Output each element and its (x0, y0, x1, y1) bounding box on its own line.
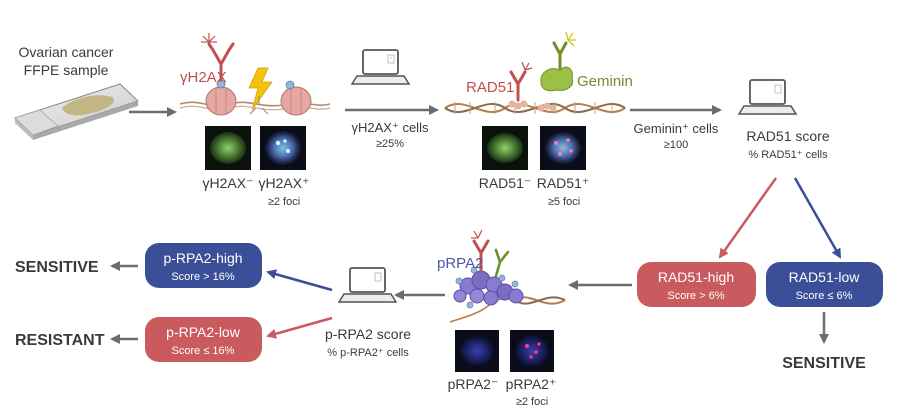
h2ax-negative-cell (210, 132, 246, 164)
sample-label-line1: Ovarian cancer (19, 44, 114, 60)
prpa2-negative-cell (460, 336, 494, 366)
prpa2-score-title: p-RPA2 score (325, 326, 411, 342)
outcome-sensitive: SENSITIVE (15, 259, 99, 276)
focus-dot (525, 344, 529, 348)
prpa2-low-title: p-RPA2-low (166, 324, 241, 340)
prpa2-high-title: p-RPA2-high (163, 250, 242, 266)
rad51-low-title: RAD51-low (789, 269, 861, 285)
geminin-protein-icon (540, 66, 574, 92)
focus-dot (286, 149, 290, 153)
antibody-green-icon (552, 41, 568, 70)
rad51-high-title: RAD51-high (658, 269, 734, 285)
prpa2-low-sub: Score ≤ 16% (172, 345, 235, 357)
rad51-positive-sub: ≥5 foci (548, 196, 580, 208)
h2ax-arrow-sub: ≥25% (376, 138, 404, 150)
arrow-to-prpa2-low (266, 316, 333, 339)
focus-dot (558, 152, 562, 156)
focus-dot (275, 140, 281, 146)
outcome-sensitive-rad51-low: SENSITIVE (782, 355, 866, 372)
phospho-icon (285, 80, 295, 90)
focus-dot (283, 139, 287, 143)
rad51-negative-cell (487, 133, 523, 163)
phospho-icon (511, 280, 519, 288)
h2ax-arrow-label: γH2AX⁺ cells (352, 120, 429, 135)
dna-double-helix (449, 296, 566, 323)
phospho-icon (455, 277, 463, 285)
focus-dot (569, 149, 573, 153)
prpa2-positive-label: pRPA2⁺ (506, 376, 557, 392)
rad51-low-sub: Score ≤ 6% (796, 290, 853, 302)
fluorophore-burst-icon (521, 61, 533, 71)
lightning-bolt-icon (248, 67, 273, 111)
prpa2-positive-sub: ≥2 foci (516, 396, 548, 408)
arrow-to-rad51-low (793, 177, 842, 259)
phospho-icon (466, 301, 474, 309)
dna-double-helix (444, 102, 626, 114)
ffpe-slide-icon (14, 83, 139, 140)
h2ax-marker-label: γH2AX (180, 69, 227, 86)
focus-dot (537, 342, 541, 346)
phospho-icon (470, 266, 478, 274)
phospho-icon (498, 274, 506, 282)
prpa2-high-box: p-RPA2-high Score > 16% (145, 243, 262, 288)
laptop-icon (737, 79, 798, 115)
h2ax-negative-label: γH2AX⁻ (203, 175, 254, 191)
prpa2-low-box: p-RPA2-low Score ≤ 16% (145, 317, 262, 362)
arrow-to-prpa2-high (266, 269, 333, 292)
laptop-icon (350, 49, 411, 85)
rad51-high-sub: Score > 6% (667, 290, 724, 302)
focus-dot (562, 145, 566, 149)
rad51-high-box: RAD51-high Score > 6% (637, 262, 756, 307)
rad51-positive-label: RAD51⁺ (537, 175, 590, 191)
fluorophore-burst-icon (201, 33, 217, 43)
focus-dot (554, 141, 558, 145)
rad51-score-sub: % RAD51⁺ cells (748, 149, 828, 161)
outcome-resistant: RESISTANT (15, 332, 105, 349)
laptop-icon (337, 267, 398, 303)
antibody-red-icon (472, 239, 490, 272)
focus-dot (566, 138, 570, 142)
rad51-protein-icon (508, 100, 557, 112)
geminin-arrow-sub: ≥100 (664, 139, 688, 151)
sample-label-line2: FFPE sample (24, 62, 109, 78)
prpa2-positive-cell (515, 335, 549, 367)
nucleosome-left-icon (205, 86, 237, 116)
focus-dot (529, 355, 533, 359)
prpa2-high-sub: Score > 16% (171, 271, 235, 283)
rad51-marker-label: RAD51 (466, 79, 514, 96)
fluorophore-burst-icon (565, 31, 576, 47)
prpa2-negative-label: pRPA2⁻ (448, 376, 499, 392)
rpa2-protein-cluster (453, 270, 524, 306)
h2ax-positive-label: γH2AX⁺ (259, 175, 310, 191)
nucleosome-right-icon (280, 86, 312, 116)
antibody-red-icon (509, 70, 527, 102)
geminin-arrow-label: Geminin⁺ cells (634, 121, 719, 136)
rad51-low-box: RAD51-low Score ≤ 6% (766, 262, 883, 307)
fluorophore-burst-icon (471, 229, 483, 239)
prpa2-score-sub: % p-RPA2⁺ cells (327, 347, 409, 359)
arrow-to-rad51-high (718, 177, 778, 259)
antibody-red-icon (207, 42, 235, 82)
antibody-green-icon (494, 248, 510, 278)
rad51-negative-label: RAD51⁻ (479, 175, 532, 191)
dna-break-icon (249, 96, 269, 115)
h2ax-positive-sub: ≥2 foci (268, 196, 300, 208)
rad51-score-title: RAD51 score (746, 128, 829, 144)
h2ax-positive-cell (265, 131, 301, 165)
prpa2-marker-label: pRPA2 (437, 255, 483, 272)
focus-dot (534, 350, 538, 354)
geminin-marker-label: Geminin (577, 73, 633, 90)
